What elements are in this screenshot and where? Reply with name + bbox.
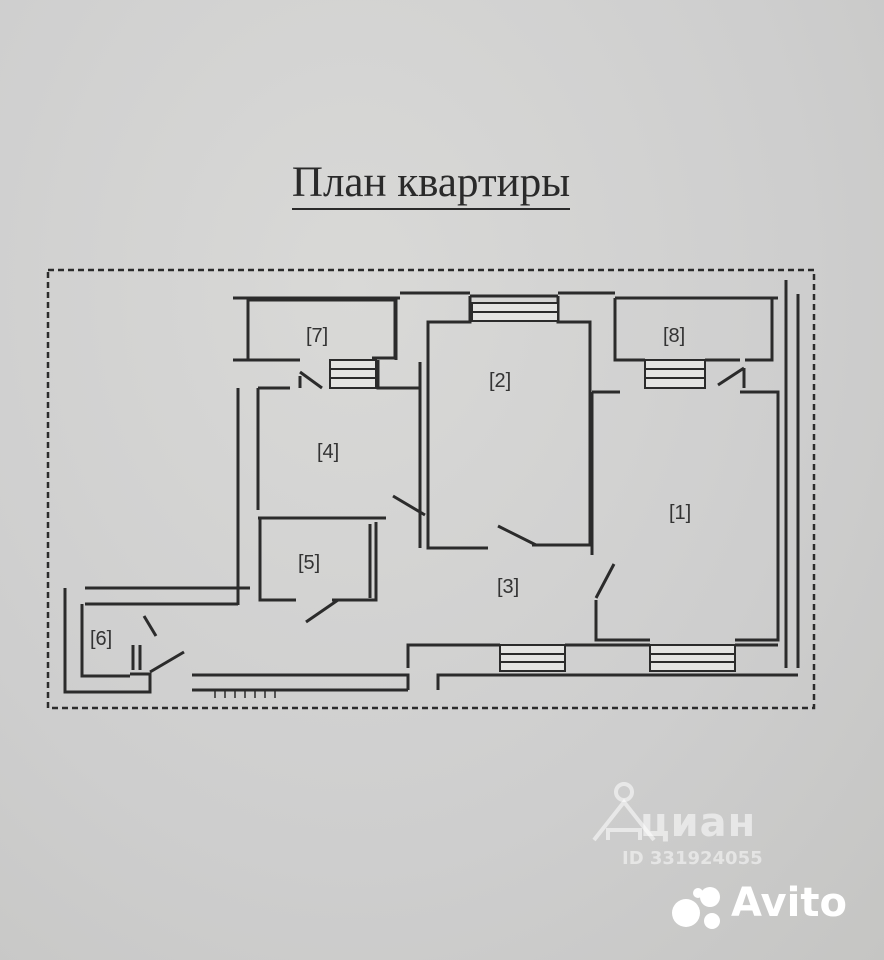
avito-watermark-text: Avito xyxy=(731,880,847,926)
walls xyxy=(63,280,800,694)
window-balcony-8 xyxy=(644,359,706,389)
cian-watermark-id: ID 331924055 xyxy=(622,848,763,869)
room-label-1: [1] xyxy=(669,502,691,524)
radiator-ticks xyxy=(214,690,276,698)
window-bottom-left xyxy=(499,644,566,672)
room-label-8: [8] xyxy=(663,325,685,347)
window-balcony-7 xyxy=(329,359,377,389)
plan-title: План квартиры xyxy=(0,158,862,210)
window-bottom-right xyxy=(649,644,736,672)
room-label-5: [5] xyxy=(298,552,320,574)
cian-watermark-text: циан xyxy=(640,800,757,846)
dashed-boundary xyxy=(46,268,816,710)
avito-logo-icon xyxy=(672,887,720,929)
room-label-2: [2] xyxy=(489,370,511,392)
windows xyxy=(329,302,736,672)
room-label-4: [4] xyxy=(317,441,339,463)
room-label-6: [6] xyxy=(90,628,112,650)
room-label-7: [7] xyxy=(306,325,328,347)
cian-logo-icon xyxy=(592,782,656,842)
room-label-3: [3] xyxy=(497,576,519,598)
